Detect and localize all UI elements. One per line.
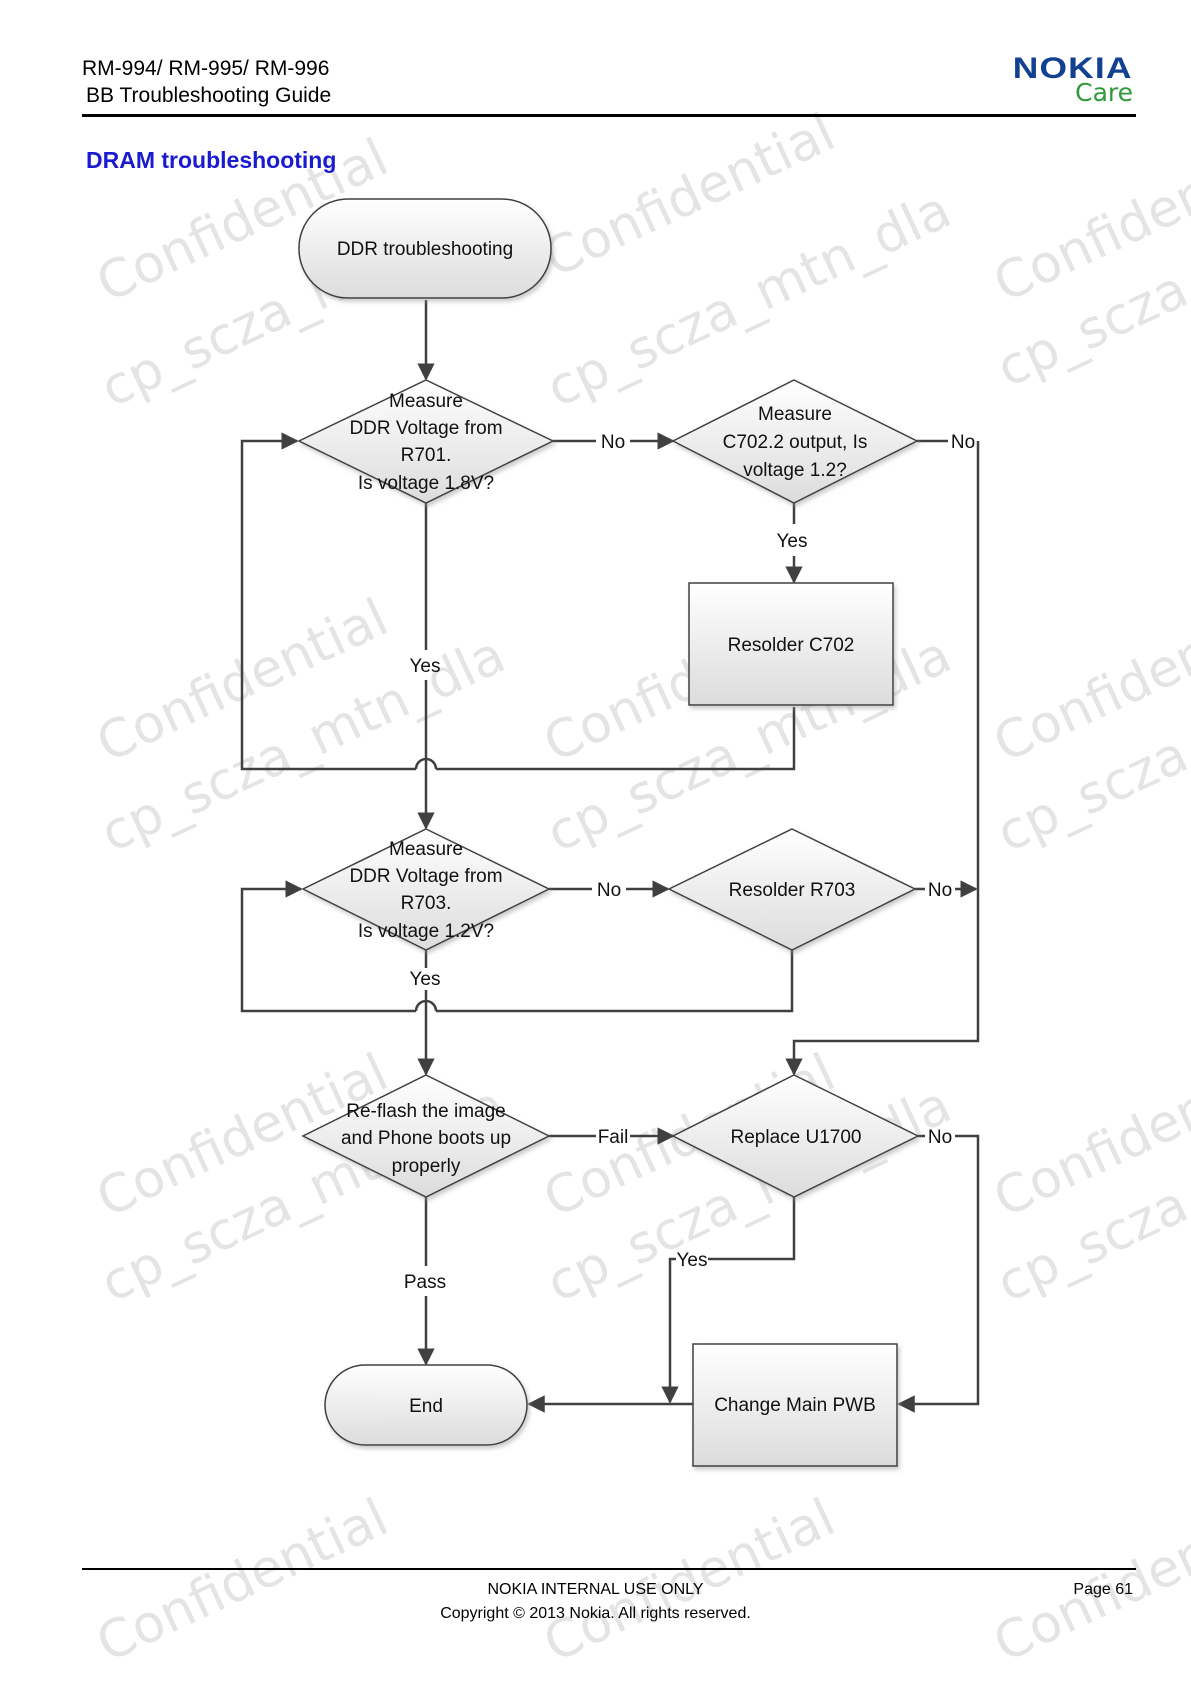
decision-r703	[301, 828, 551, 951]
reflash-line-3: properly	[392, 1156, 461, 1177]
resolder-r703-no-label: No	[928, 880, 952, 901]
process-replace-u1700	[671, 1074, 920, 1198]
u1700-yes-label: Yes	[677, 1250, 708, 1271]
reflash-fail-label: Fail	[598, 1127, 629, 1148]
decision-reflash	[301, 1074, 551, 1198]
change-pwb-label: Change Main PWB	[714, 1395, 876, 1416]
start-terminator	[298, 198, 552, 299]
footer-internal: NOKIA INTERNAL USE ONLY	[487, 1581, 704, 1598]
u1700-no-label: No	[928, 1127, 952, 1148]
r701-no-label: No	[601, 432, 625, 453]
resolder-c702-label: Resolder C702	[728, 635, 855, 656]
r701-line-1: Measure	[389, 391, 463, 412]
r701-line-3: R701.	[401, 445, 452, 466]
logo-sub: Care	[1075, 78, 1133, 107]
c702-yes-label: Yes	[777, 531, 808, 552]
reflash-pass-label: Pass	[404, 1272, 446, 1293]
r701-yes-label: Yes	[410, 656, 441, 677]
c702-line-2: C702.2 output, Is	[723, 432, 868, 453]
section-title: DRAM troubleshooting	[86, 147, 337, 173]
process-change-pwb	[692, 1343, 898, 1467]
end-terminator	[324, 1364, 528, 1446]
decision-c702	[671, 379, 919, 504]
page-number: Page 61	[1073, 1581, 1133, 1598]
c702-line-1: Measure	[758, 404, 832, 425]
footer-copyright: Copyright © 2013 Nokia. All rights reser…	[440, 1605, 751, 1622]
reflash-line-1: Re-flash the image	[346, 1101, 505, 1122]
c702-line-3: voltage 1.2?	[743, 460, 847, 481]
guide-title: BB Troubleshooting Guide	[86, 84, 332, 107]
header-rule	[82, 114, 1136, 117]
nokia-care-logo: NOKIA Care	[1003, 52, 1133, 107]
r701-line-4: Is voltage 1.8V?	[358, 473, 494, 494]
r703-line-4: Is voltage 1.2V?	[358, 921, 494, 942]
process-resolder-r703	[667, 828, 917, 951]
flow-connectors	[240, 300, 980, 1413]
model-line: RM-994/ RM-995/ RM-996	[82, 57, 330, 80]
c702-no-label: No	[951, 432, 975, 453]
resolder-r703-label: Resolder R703	[729, 880, 856, 901]
r703-line-2: DDR Voltage from	[349, 866, 502, 887]
replace-u1700-label: Replace U1700	[731, 1127, 862, 1148]
footer-rule	[82, 1568, 1136, 1570]
end-label: End	[409, 1396, 443, 1417]
r703-no-label: No	[597, 880, 621, 901]
r701-line-2: DDR Voltage from	[349, 418, 502, 439]
r703-line-1: Measure	[389, 839, 463, 860]
r703-line-3: R703.	[401, 893, 452, 914]
process-resolder-c702	[688, 582, 894, 706]
logo-brand: NOKIA	[1013, 52, 1133, 85]
reflash-line-2: and Phone boots up	[341, 1128, 511, 1149]
decision-r701	[297, 379, 555, 504]
r703-yes-label: Yes	[410, 969, 441, 990]
start-label: DDR troubleshooting	[337, 239, 513, 260]
